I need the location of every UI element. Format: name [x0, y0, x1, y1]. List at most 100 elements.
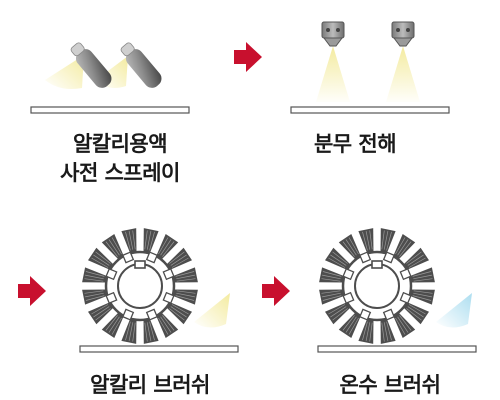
brush-hub-tab — [382, 251, 395, 264]
right-arrow-icon — [234, 42, 262, 72]
brush-bristle-streak — [149, 231, 155, 251]
brush-bristle-streak — [132, 322, 136, 342]
brush-bristle-streak — [362, 231, 368, 251]
brush-bristle-streak — [84, 290, 104, 294]
brush-bristle-streak — [93, 306, 110, 318]
brush-bristle-streak — [332, 308, 348, 321]
brush-bristle-streak — [85, 271, 105, 277]
work-plate — [317, 345, 477, 353]
brush-bristle-streak — [132, 230, 136, 250]
brush-bristle-streak — [397, 316, 409, 333]
spray-nozzle-icon — [391, 21, 415, 47]
brush-bristle-streak — [85, 292, 104, 298]
step-alkali-spray — [30, 42, 190, 114]
brush-bristle-streak — [342, 241, 355, 257]
brush-bristle-streak — [176, 278, 196, 282]
brush-bristle-streak — [169, 308, 185, 321]
brush-bristle-streak — [362, 321, 368, 341]
brush-bristle-streak — [175, 271, 195, 277]
brush-hub-tab — [122, 251, 135, 264]
brush-bristle-streak — [91, 257, 109, 268]
brush-bristle-streak — [125, 231, 131, 251]
brush-bristle-streak — [322, 274, 341, 280]
brush-bristle-streak — [369, 230, 373, 250]
brush-hub-tab — [359, 251, 372, 264]
brush-bristle-streak — [105, 315, 118, 331]
brush-bristle-streak — [176, 292, 195, 298]
brush-bristle-streak — [406, 251, 422, 264]
brush-bristle-streak — [345, 239, 357, 256]
brush-bristle-streak — [176, 290, 196, 294]
brush-bristle-streak — [170, 254, 187, 266]
step-label-line: 알칼리용액 — [72, 132, 168, 156]
step-hot-water-brush — [317, 228, 477, 353]
brush-bristle-streak — [406, 308, 422, 321]
brush-bristle-streak — [91, 304, 109, 315]
brush-bristle-streak — [330, 306, 347, 318]
brush-bristle-streak — [160, 316, 172, 333]
brush-bristle-streak — [158, 317, 169, 335]
brush-bristle-streak — [365, 322, 371, 341]
brush-bristle-streak — [408, 257, 426, 268]
brush-hub-tab — [122, 308, 135, 321]
brush-bristle-streak — [330, 254, 347, 266]
roller-brush-icon — [319, 228, 435, 344]
brush-bristle-streak — [399, 241, 412, 257]
brush-bristle-streak — [85, 274, 104, 280]
brush-bristle-streak — [84, 278, 104, 282]
brush-bristle-streak — [345, 316, 357, 333]
work-plate — [290, 106, 450, 114]
brush-bristle-streak — [158, 237, 169, 255]
brush-bristle-streak — [125, 321, 131, 341]
brush-bristle-streak — [149, 321, 155, 341]
brush-bristle-streak — [162, 241, 175, 257]
spray-nozzle-icon — [321, 21, 345, 47]
brush-bristle-streak — [407, 306, 424, 318]
brush-bristle-streak — [328, 257, 346, 268]
brush-bristle-streak — [160, 239, 172, 256]
brush-axle-hole — [354, 263, 400, 309]
brush-bristle-streak — [111, 237, 122, 255]
work-plate — [79, 345, 239, 353]
brush-bristle-streak — [348, 317, 359, 335]
right-arrow-icon — [262, 276, 290, 306]
brush-keyway — [134, 260, 146, 269]
brush-bristle-streak — [408, 304, 426, 315]
brush-hub-tab — [145, 308, 158, 321]
brush-hub-tab — [399, 268, 412, 281]
brush-bristle-streak — [105, 241, 118, 257]
brush-bristle-streak — [407, 254, 424, 266]
brush-bristle-streak — [162, 315, 175, 331]
brush-bristle-streak — [322, 292, 341, 298]
brush-hub-tab — [342, 268, 355, 281]
brush-bristle-streak — [95, 251, 111, 264]
brush-hub-tab — [162, 291, 175, 304]
brush-bristle-streak — [169, 251, 185, 264]
right-arrow-icon — [18, 276, 46, 306]
brush-bristle-streak — [381, 322, 385, 342]
brush-bristle-streak — [146, 322, 152, 341]
step-label-line: 사전 스프레이 — [60, 161, 180, 185]
work-plate — [30, 106, 190, 114]
brush-hub-tab — [105, 268, 118, 281]
step-label-line: 온수 브러쉬 — [339, 373, 441, 397]
brush-bristle-streak — [412, 295, 432, 301]
brush-bristle-streak — [322, 271, 342, 277]
brush-bristle-streak — [365, 231, 371, 250]
step-label-hot-water-brush: 온수 브러쉬 — [280, 371, 500, 400]
roller-brush-icon — [82, 228, 198, 344]
step-electrolytic-spray — [290, 21, 450, 114]
spray-mist — [316, 46, 350, 102]
brush-hub-tab — [162, 268, 175, 281]
brush-bristle-streak — [413, 290, 433, 294]
spray-mist — [436, 293, 472, 328]
brush-bristle-streak — [412, 271, 432, 277]
brush-bristle-streak — [395, 317, 406, 335]
brush-bristle-streak — [95, 308, 111, 321]
brush-bristle-streak — [175, 295, 195, 301]
brush-bristle-streak — [128, 322, 134, 341]
brush-bristle-streak — [386, 321, 392, 341]
brush-bristle-streak — [93, 254, 110, 266]
brush-axle-hole — [117, 263, 163, 309]
brush-bristle-streak — [397, 239, 409, 256]
